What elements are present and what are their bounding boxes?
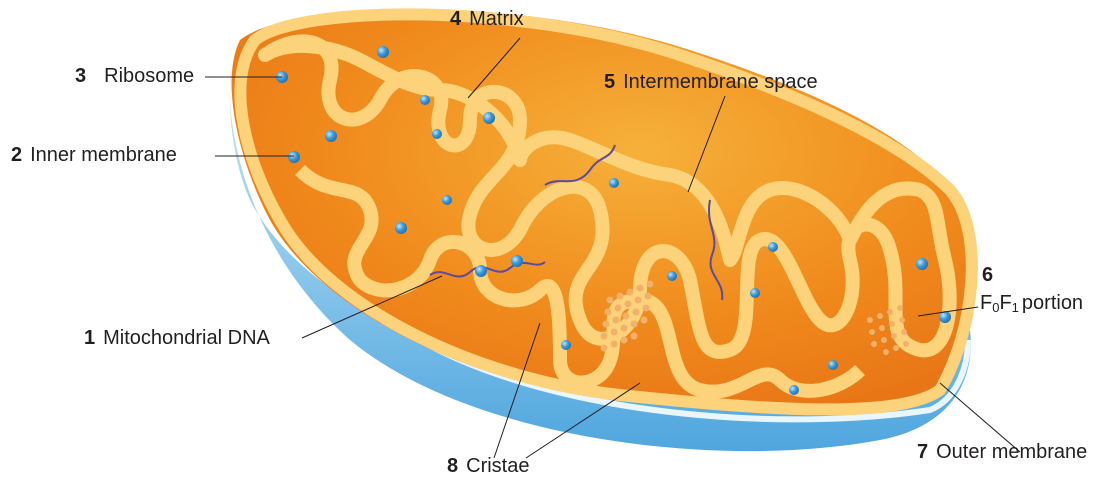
- label-number: 6: [982, 264, 993, 286]
- ribosome-dot: [609, 178, 619, 188]
- label-number: 1: [84, 327, 95, 349]
- ribosome-dot: [288, 151, 300, 163]
- label-number: 4: [450, 8, 461, 30]
- label-inner-membrane: 2 Inner membrane: [11, 144, 177, 166]
- label-intermembrane-space: 5 Intermembrane space: [604, 71, 818, 93]
- label-f: F: [980, 292, 992, 314]
- ribosome-dot: [475, 265, 487, 277]
- ribosome-dot: [561, 340, 571, 350]
- label-text: Matrix: [469, 8, 523, 30]
- label-number: 8: [447, 455, 458, 477]
- ribosome-dot: [432, 129, 442, 139]
- ribosome-dot: [789, 385, 799, 395]
- label-sub-1: 1: [1012, 300, 1019, 315]
- label-f: F: [999, 292, 1011, 314]
- label-text: Inner membrane: [30, 144, 177, 166]
- label-number: 5: [604, 71, 615, 93]
- label-text: Ribosome: [104, 65, 194, 87]
- ribosome-dot: [916, 258, 928, 270]
- ribosome-dot: [768, 242, 778, 252]
- label-outer-membrane: 7 Outer membrane: [917, 441, 1087, 463]
- label-number: 3: [75, 65, 86, 87]
- label-ribosome: 3 Ribosome: [75, 65, 194, 87]
- ribosome-dot: [828, 360, 838, 370]
- ribosome-dot: [667, 271, 677, 281]
- label-text: Outer membrane: [936, 441, 1087, 463]
- ribosome-dot: [395, 222, 407, 234]
- ribosome-dot: [511, 255, 523, 267]
- label-text: portion: [1022, 292, 1083, 314]
- label-number: 7: [917, 441, 928, 463]
- ribosome-dot: [420, 95, 430, 105]
- label-text: Cristae: [466, 455, 529, 477]
- label-f0f1-number: 6: [982, 264, 1001, 286]
- ribosome-dot: [442, 195, 452, 205]
- ribosome-dot: [377, 46, 389, 58]
- label-mitochondrial-dna: 1 Mitochondrial DNA: [84, 327, 270, 349]
- label-text: Mitochondrial DNA: [103, 327, 270, 349]
- label-number: 2: [11, 144, 22, 166]
- label-matrix: 4 Matrix: [450, 8, 524, 30]
- ribosome-dot: [483, 112, 495, 124]
- label-cristae: 8 Cristae: [447, 455, 529, 477]
- ribosome-dot: [325, 130, 337, 142]
- label-text: Intermembrane space: [623, 71, 818, 93]
- ribosome-dot: [750, 288, 760, 298]
